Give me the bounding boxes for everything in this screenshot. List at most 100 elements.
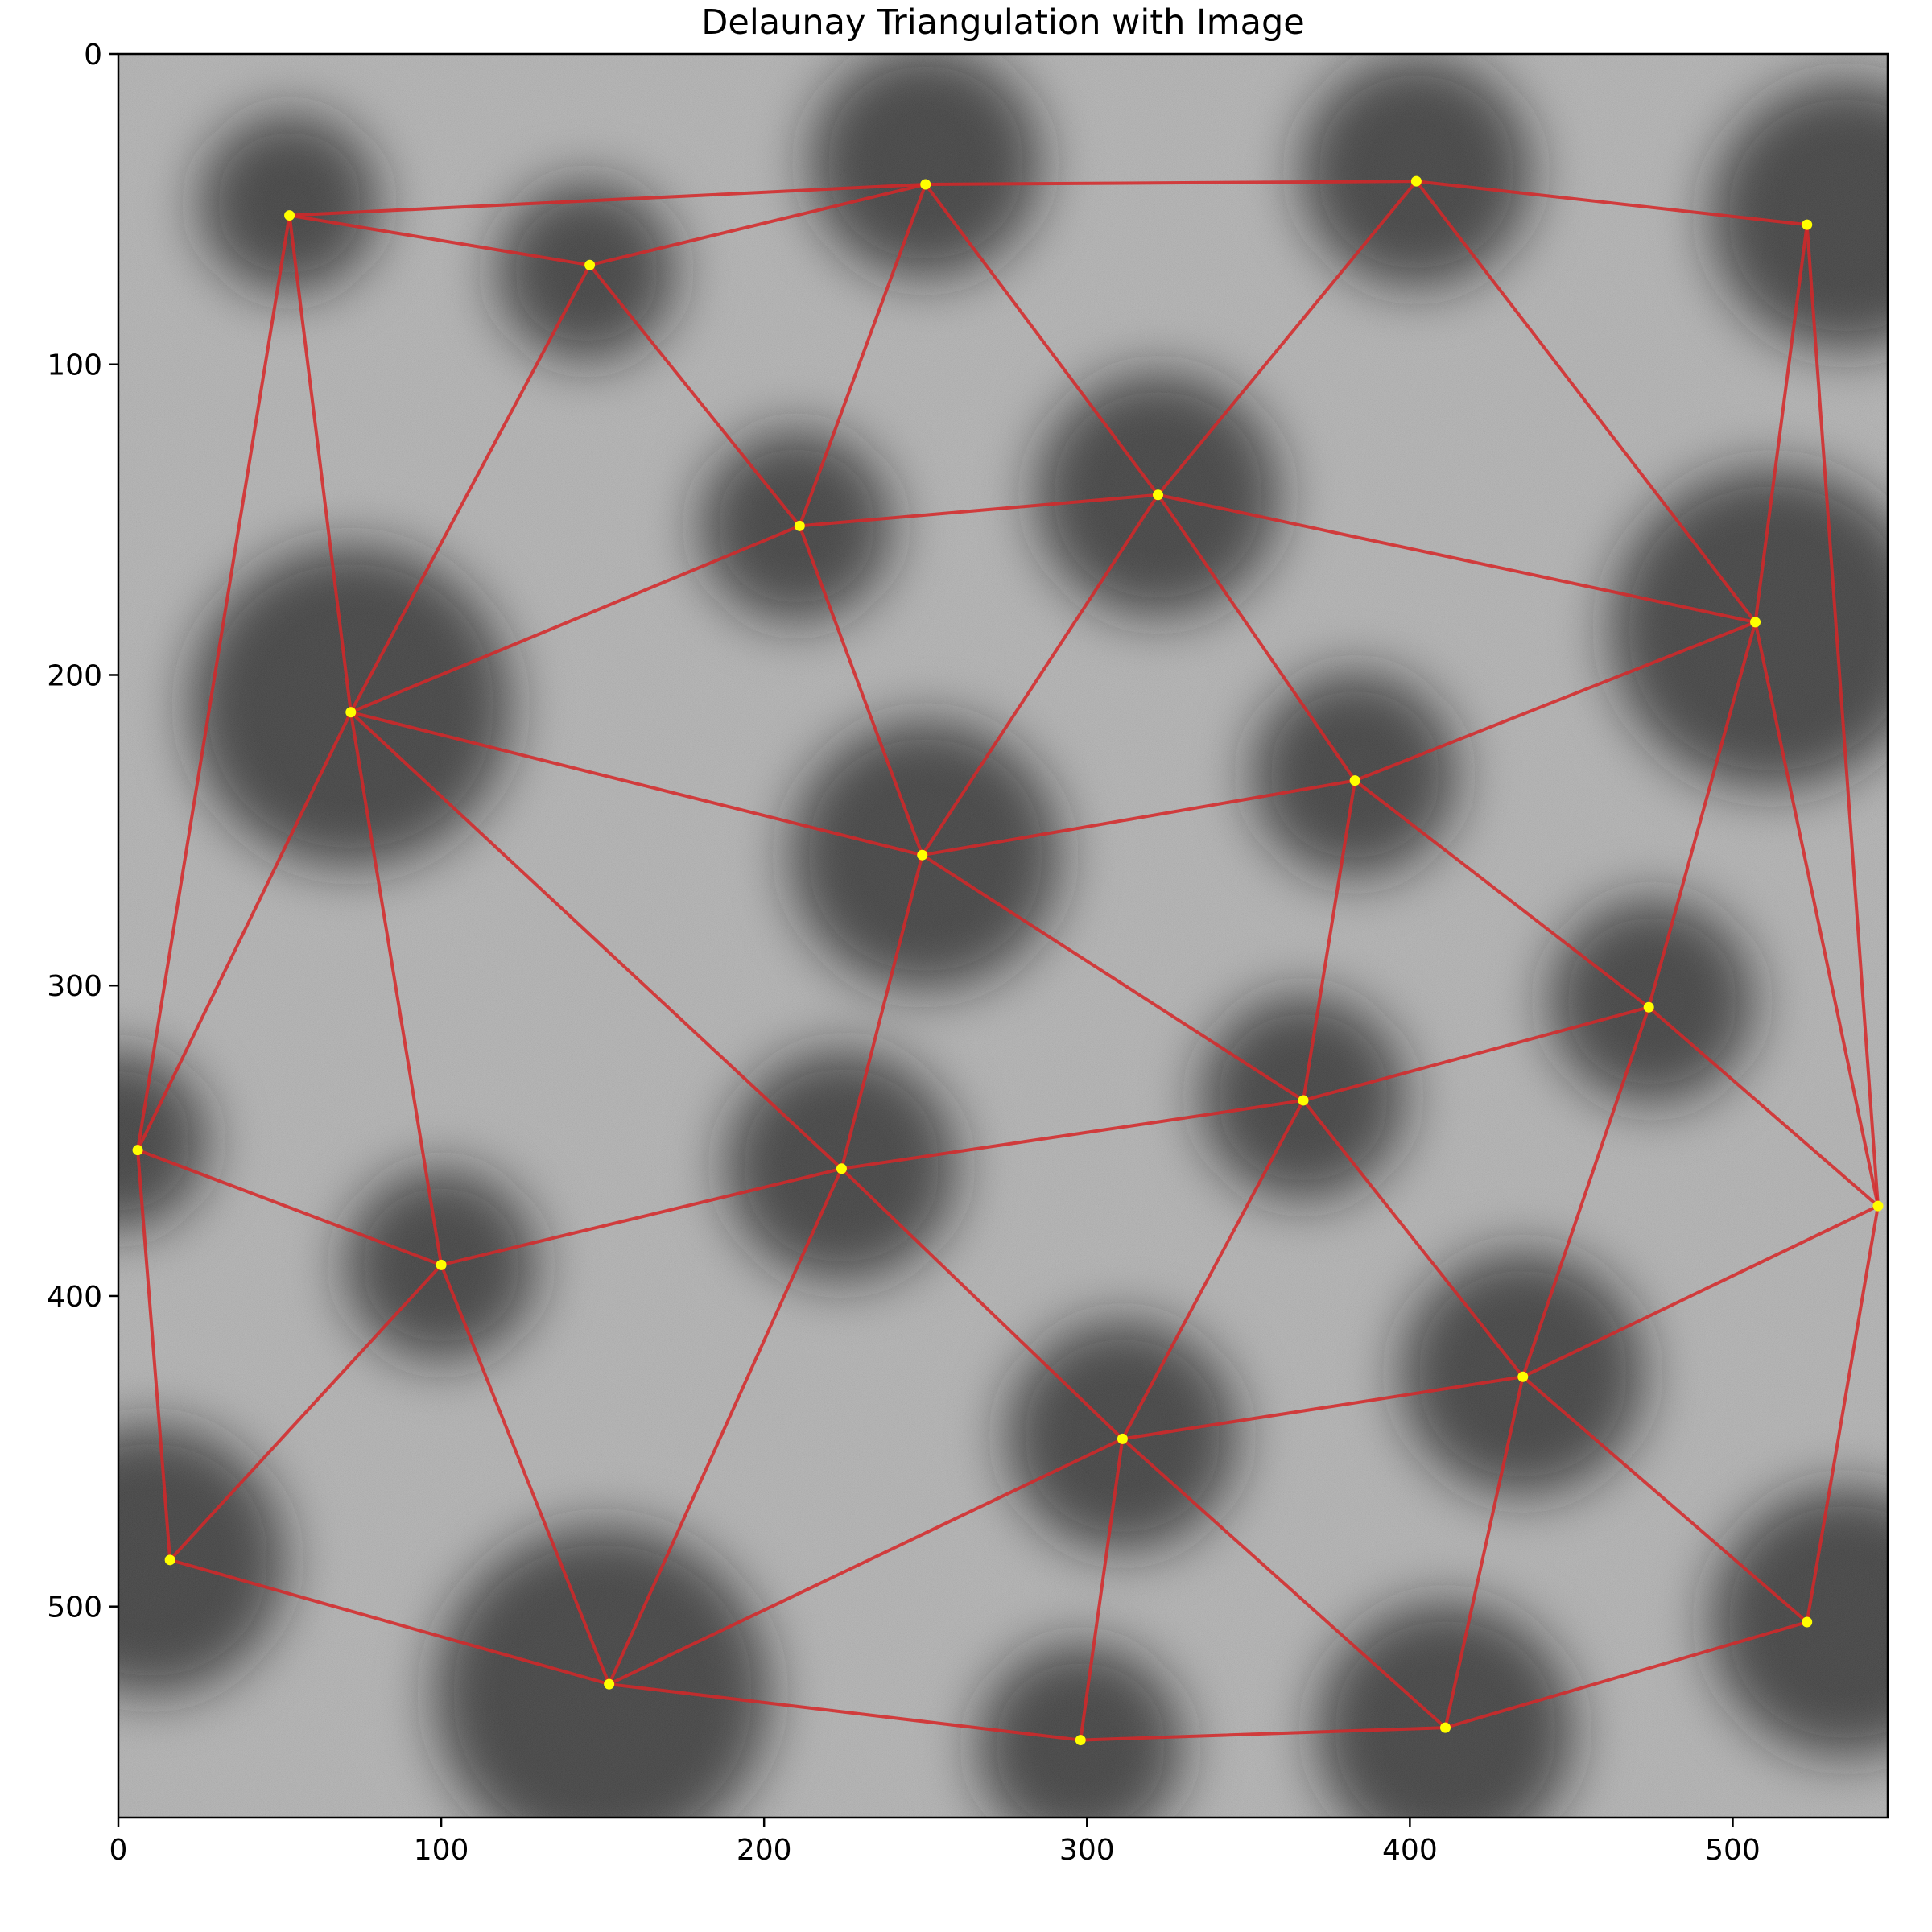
- triangulation-edge: [1414, 180, 1757, 624]
- triangulation-edge: [287, 213, 353, 714]
- data-point: [1872, 1200, 1884, 1212]
- triangulation-edge: [287, 213, 592, 267]
- x-axis-ticks: 0 100 200 300 400 500: [109, 1818, 1761, 1867]
- triangulation-edge: [607, 1682, 1083, 1742]
- data-point: [584, 259, 596, 270]
- triangulation-edge: [136, 1148, 444, 1267]
- triangulation-edge: [840, 853, 924, 1170]
- y-tick-label: 400: [47, 1281, 102, 1314]
- triangulation-edge: [1753, 223, 1809, 624]
- triangulation-edge: [1521, 1375, 1809, 1624]
- triangulation-edge: [923, 180, 1418, 187]
- triangulation-edge: [1079, 1726, 1447, 1742]
- y-axis-ticks: 0 100 200 300 400 500: [47, 39, 118, 1624]
- triangulation-edge: [1121, 1437, 1447, 1730]
- triangulation-edge: [1443, 1620, 1809, 1730]
- triangulation-edge: [1302, 778, 1357, 1102]
- x-tick-label: 500: [1705, 1834, 1761, 1867]
- triangulation-edge: [1353, 778, 1651, 1009]
- triangulation-edge: [349, 710, 444, 1267]
- triangulation-edge: [1443, 1375, 1525, 1730]
- data-point: [436, 1259, 447, 1270]
- triangulation-edge: [136, 710, 353, 1152]
- triangulation-edge: [1647, 1005, 1880, 1208]
- triangulation-edge: [287, 183, 927, 217]
- triangulation-edge: [923, 183, 1160, 497]
- triangulation-edge: [1521, 1005, 1651, 1379]
- data-point: [1750, 617, 1761, 628]
- data-point: [1440, 1722, 1451, 1733]
- data-point: [917, 849, 928, 861]
- triangulation-edge: [607, 1437, 1125, 1686]
- triangulation-edge: [1156, 493, 1357, 782]
- triangulation-edge: [920, 493, 1160, 857]
- triangulation-edge: [588, 263, 802, 528]
- data-point: [1643, 1001, 1654, 1013]
- triangulation-edge: [1753, 620, 1880, 1208]
- triangulation-edge: [440, 1166, 844, 1267]
- data-point: [1517, 1371, 1529, 1382]
- x-tick-label: 400: [1382, 1834, 1438, 1867]
- data-point: [1075, 1735, 1086, 1746]
- triangulation-edge: [349, 710, 924, 857]
- data-point: [836, 1163, 847, 1174]
- data-point: [1802, 1616, 1813, 1628]
- triangulation-edge: [136, 213, 291, 1152]
- x-tick-label: 200: [737, 1834, 792, 1867]
- triangulation-edge: [1414, 180, 1809, 227]
- triangulation-edge: [588, 183, 927, 267]
- data-point: [1153, 489, 1164, 501]
- triangulation-edge: [1121, 1098, 1306, 1441]
- triangulation-edge: [840, 1166, 1125, 1441]
- triangulation-edge: [1156, 493, 1757, 624]
- data-point: [920, 179, 931, 190]
- triangulation-edge: [798, 183, 927, 528]
- x-tick-label: 100: [414, 1834, 469, 1867]
- y-tick-label: 300: [47, 970, 102, 1003]
- triangulation-points: [132, 175, 1884, 1746]
- triangulation-edge: [1121, 1375, 1525, 1441]
- data-point: [1117, 1433, 1128, 1444]
- data-point: [1349, 775, 1360, 786]
- y-tick-label: 200: [47, 659, 102, 692]
- data-point: [284, 210, 295, 221]
- data-point: [1802, 219, 1813, 230]
- x-tick-label: 0: [109, 1834, 128, 1867]
- triangulation-edge: [798, 524, 924, 857]
- triangulation-edge: [840, 1098, 1306, 1170]
- data-point: [1410, 175, 1422, 187]
- chart-title: Delaunay Triangulation with Image: [701, 2, 1304, 43]
- plot-frame: [117, 52, 1889, 1819]
- triangulation-edges: [136, 180, 1880, 1742]
- y-tick-label: 100: [47, 349, 102, 382]
- triangulation-edge: [1647, 620, 1757, 1009]
- triangulation-edge: [1805, 1204, 1880, 1624]
- triangulation-edge: [1079, 1437, 1125, 1742]
- data-point: [345, 707, 357, 718]
- triangulation-edge: [1805, 223, 1880, 1208]
- triangulation-edge: [1156, 180, 1418, 497]
- triangulation-edge: [136, 1148, 172, 1562]
- triangulation-edge: [607, 1166, 844, 1686]
- y-tick-label: 500: [47, 1591, 102, 1624]
- triangulation-edge: [920, 853, 1306, 1102]
- x-tick-label: 300: [1059, 1834, 1115, 1867]
- data-point: [164, 1554, 175, 1566]
- triangulation-edge: [1302, 1005, 1651, 1102]
- data-point: [132, 1145, 143, 1156]
- triangulation-edge: [440, 1263, 611, 1686]
- triangulation-edge: [349, 524, 802, 714]
- image-noise: [118, 54, 1888, 1818]
- triangulation-edge: [349, 710, 844, 1170]
- triangulation-edge: [1302, 1098, 1525, 1379]
- plot-area: [118, 54, 1888, 1818]
- triangulation-edge: [1353, 620, 1757, 782]
- y-tick-label: 0: [84, 39, 102, 72]
- triangulation-edge: [168, 1263, 444, 1562]
- data-point: [1298, 1095, 1309, 1106]
- triangulation-edge: [1521, 1204, 1880, 1379]
- triangulation-edge: [920, 778, 1357, 857]
- data-point: [794, 520, 805, 531]
